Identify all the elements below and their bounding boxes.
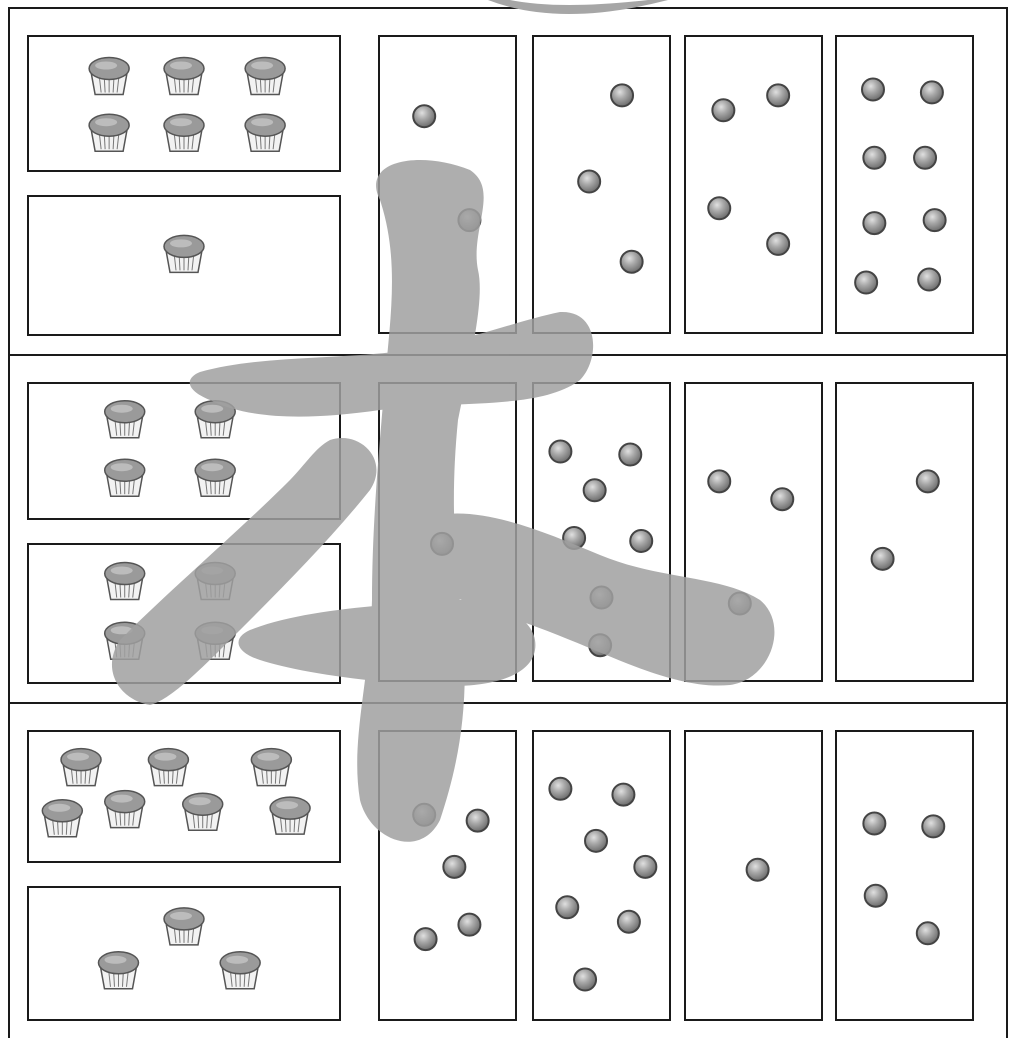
cupcake-icon — [220, 952, 260, 989]
cupcake-icon — [105, 791, 145, 828]
cupcake-icon — [251, 749, 291, 786]
cupcake-icon — [183, 793, 223, 830]
cupcake-icon — [89, 58, 129, 95]
cupcake-icon — [105, 401, 145, 438]
answer-option-4[interactable] — [836, 36, 973, 333]
cupcake-icon — [164, 235, 204, 272]
marble-icon — [415, 928, 437, 950]
marble-icon — [917, 470, 939, 492]
cupcake-icon — [148, 749, 188, 786]
marble-icon — [458, 914, 480, 936]
marble-icon — [863, 812, 885, 834]
marble-icon — [556, 896, 578, 918]
marble-icon — [621, 251, 643, 273]
marble-icon — [914, 147, 936, 169]
worksheet-row — [28, 731, 973, 1020]
marble-icon — [549, 441, 571, 463]
marble-icon — [467, 810, 489, 832]
marble-icon — [767, 233, 789, 255]
marble-icon — [922, 815, 944, 837]
answer-option-4[interactable] — [836, 383, 973, 681]
marble-icon — [712, 99, 734, 121]
marble-icon — [708, 470, 730, 492]
marble-column-box — [836, 383, 973, 681]
cupcake-icon — [105, 563, 145, 600]
cupcake-box-bottom — [28, 887, 340, 1020]
marble-icon — [924, 209, 946, 231]
marble-icon — [630, 530, 652, 552]
marble-column-box — [533, 36, 670, 333]
marble-icon — [863, 147, 885, 169]
marble-icon — [443, 856, 465, 878]
marble-icon — [918, 269, 940, 291]
marble-icon — [855, 272, 877, 294]
marble-icon — [611, 84, 633, 106]
answer-option-2[interactable] — [533, 731, 670, 1020]
marble-icon — [863, 212, 885, 234]
cupcake-icon — [105, 459, 145, 496]
answer-option-3[interactable] — [685, 36, 822, 333]
cupcake-icon — [89, 114, 129, 151]
marble-icon — [634, 856, 656, 878]
marble-icon — [708, 197, 730, 219]
marble-icon — [618, 911, 640, 933]
answer-option-2[interactable] — [533, 36, 670, 333]
cupcake-icon — [245, 58, 285, 95]
marble-icon — [917, 922, 939, 944]
cupcake-icon — [164, 908, 204, 945]
marble-icon — [612, 784, 634, 806]
marble-icon — [619, 444, 641, 466]
marble-icon — [862, 78, 884, 100]
marble-icon — [872, 548, 894, 570]
cupcake-icon — [164, 114, 204, 151]
cupcake-icon — [164, 58, 204, 95]
marble-column-box — [685, 36, 822, 333]
marble-icon — [574, 969, 596, 991]
worksheet-row — [28, 36, 973, 335]
brush-stroke-watermark — [112, 160, 774, 842]
marble-icon — [747, 859, 769, 881]
marble-icon — [578, 171, 600, 193]
cupcake-icon — [270, 797, 310, 834]
marble-icon — [865, 885, 887, 907]
cupcake-icon — [195, 459, 235, 496]
cupcake-icon — [98, 952, 138, 989]
marble-icon — [921, 81, 943, 103]
marble-icon — [585, 830, 607, 852]
marble-icon — [413, 105, 435, 127]
answer-option-3[interactable] — [685, 731, 822, 1020]
marble-icon — [767, 84, 789, 106]
cupcake-icon — [245, 114, 285, 151]
marble-column-box — [836, 731, 973, 1020]
marble-icon — [549, 778, 571, 800]
cupcake-icon — [61, 749, 101, 786]
marble-icon — [584, 479, 606, 501]
marble-icon — [771, 488, 793, 510]
cupcake-icon — [42, 800, 82, 837]
answer-option-4[interactable] — [836, 731, 973, 1020]
